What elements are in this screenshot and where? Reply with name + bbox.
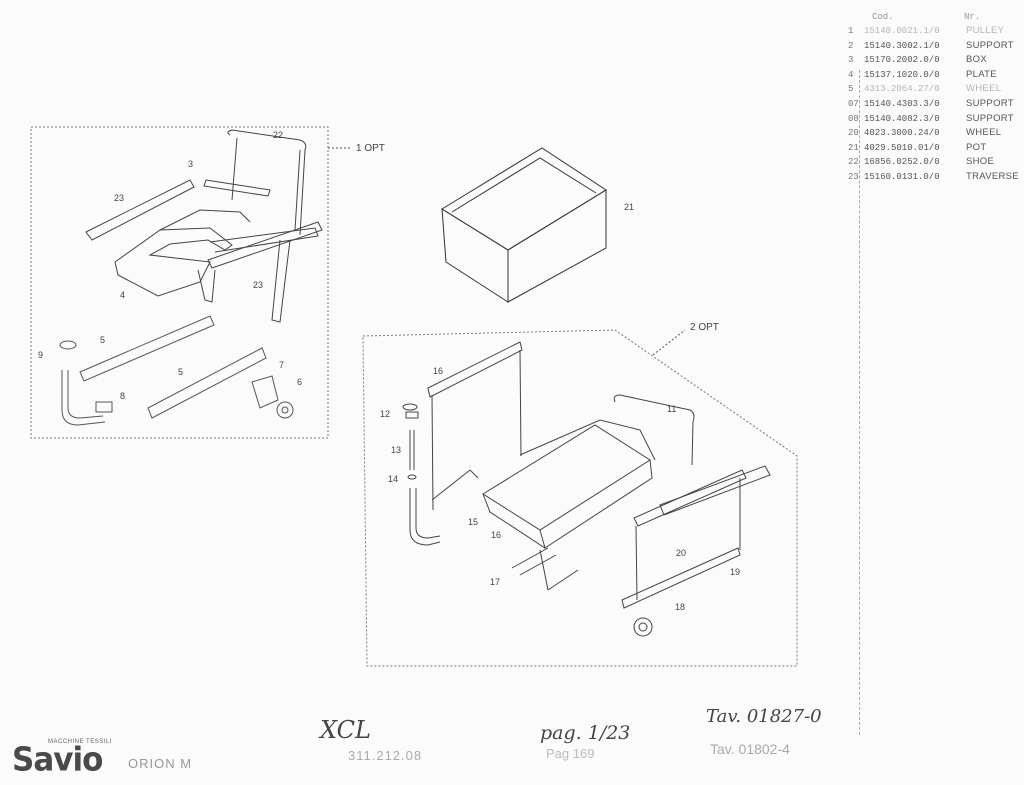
- parts-row: 23 15160.0131.0/0 TRAVERSE: [848, 170, 1020, 185]
- parts-row: 4 15137.1020.0/0 PLATE: [848, 68, 1020, 83]
- handwritten-code: XCL: [320, 716, 371, 744]
- parts-no: 07: [848, 98, 859, 109]
- callout-18: 18: [675, 602, 685, 612]
- callout-17: 17: [490, 577, 500, 587]
- callout-9: 9: [38, 350, 43, 360]
- callout-16b: 16: [491, 530, 501, 540]
- callout-22: 22: [273, 130, 283, 140]
- parts-row: 07 15140.4303.3/0 SUPPORT: [848, 97, 1020, 112]
- parts-desc: SUPPORT: [966, 97, 1014, 109]
- callout-14: 14: [388, 474, 398, 484]
- callout-3: 3: [188, 159, 193, 169]
- handwritten-page: pag. 1/23: [540, 722, 631, 744]
- parts-row: 1 15140.0021.1/0 PULLEY: [848, 24, 1020, 39]
- parts-code: 4313.2064.27/0: [864, 84, 940, 95]
- doc-number: 311.212.08: [348, 748, 423, 763]
- callout-16a: 16: [433, 366, 443, 376]
- parts-row: 20 4023.3000.24/0 WHEEL: [848, 126, 1020, 141]
- callout-12: 12: [380, 409, 390, 419]
- parts-no: 20: [848, 128, 859, 139]
- callout-20: 20: [676, 548, 686, 558]
- page-number: Pag 169: [546, 746, 595, 761]
- parts-table-header: Cod. Nr.: [848, 12, 1020, 24]
- parts-desc: SHOE: [966, 156, 995, 168]
- header-desc: Nr.: [964, 12, 981, 22]
- parts-table: Cod. Nr. 1 15140.0021.1/0 PULLEY 2 15140.300…: [848, 12, 1020, 185]
- parts-no: 2: [848, 40, 854, 51]
- parts-row: 21 4029.5010.01/0 POT: [848, 141, 1020, 156]
- callout-4: 4: [120, 290, 125, 300]
- parts-no: 1: [848, 26, 854, 36]
- parts-no: 22: [848, 157, 859, 168]
- callout-5b: 5: [178, 367, 183, 377]
- parts-code: 15140.4082.3/0: [864, 113, 940, 124]
- parts-code: 15160.0131.0/0: [864, 171, 940, 182]
- callout-7: 7: [279, 360, 284, 370]
- parts-row: 08 15140.4082.3/0 SUPPORT: [848, 112, 1020, 127]
- parts-row: 2 15140.3002.1/0 SUPPORT: [848, 39, 1020, 54]
- box-part-21: [441, 147, 607, 303]
- parts-no: 21: [848, 142, 859, 153]
- parts-desc: WHEEL: [966, 127, 1002, 139]
- parts-no: 23: [848, 171, 859, 182]
- callout-opt2: 2 OPT: [690, 322, 719, 333]
- parts-desc: SUPPORT: [966, 39, 1014, 51]
- parts-row: 22 16856.0252.0/0 SHOE: [848, 155, 1020, 170]
- seat-assembly: [85, 129, 323, 323]
- callout-19: 19: [730, 567, 740, 577]
- callout-opt1: 1 OPT: [356, 143, 385, 154]
- parts-code: 15140.0021.1/0: [864, 26, 940, 36]
- model-name: ORION M: [128, 756, 193, 771]
- parts-desc: PULLEY: [966, 25, 1005, 36]
- parts-code: 4023.3000.24/0: [864, 128, 940, 139]
- parts-desc: BOX: [966, 54, 987, 66]
- parts-desc: POT: [966, 141, 987, 153]
- parts-desc: TRAVERSE: [966, 170, 1019, 182]
- parts-code: 15170.2002.0/0: [864, 55, 940, 66]
- callout-15: 15: [468, 517, 478, 527]
- parts-desc: WHEEL: [966, 83, 1002, 95]
- callout-23b: 23: [253, 280, 263, 290]
- parts-no: 4: [848, 69, 854, 80]
- parts-row: 3 15170.2002.0/0 BOX: [848, 53, 1020, 68]
- callout-11: 11: [667, 404, 676, 414]
- callout-23a: 23: [114, 193, 124, 203]
- divider-line: [859, 70, 860, 735]
- parts-desc: PLATE: [966, 68, 997, 80]
- callout-8: 8: [120, 391, 125, 401]
- parts-desc: SUPPORT: [966, 112, 1014, 124]
- callout-5a: 5: [100, 335, 105, 345]
- savio-logo: Savio: [12, 741, 103, 779]
- handwritten-tav: Tav. 01827-0: [706, 706, 822, 727]
- opt1-frame: [30, 126, 329, 439]
- tav-number: Tav. 01802-4: [710, 741, 790, 757]
- opt2-frame: [362, 329, 798, 667]
- parts-code: 15137.1020.0/0: [864, 69, 940, 80]
- parts-row: 5 4313.2064.27/0 WHEEL: [848, 82, 1020, 97]
- parts-code: 4029.5010.01/0: [864, 142, 940, 153]
- parts-no: 5: [848, 84, 854, 95]
- brand-tag: MACCHINE TESSILI: [48, 739, 112, 745]
- parts-no: 3: [848, 55, 854, 66]
- parts-code: 15140.3002.1/0: [864, 40, 940, 51]
- callout-21: 21: [624, 202, 634, 212]
- frame-assembly: [402, 341, 771, 637]
- parts-code: 16856.0252.0/0: [864, 157, 940, 168]
- parts-code: 15140.4303.3/0: [864, 98, 940, 109]
- callout-13: 13: [391, 445, 401, 455]
- callout-6: 6: [297, 377, 302, 387]
- parts-no: 08: [848, 113, 859, 124]
- header-code: Cod.: [872, 12, 894, 22]
